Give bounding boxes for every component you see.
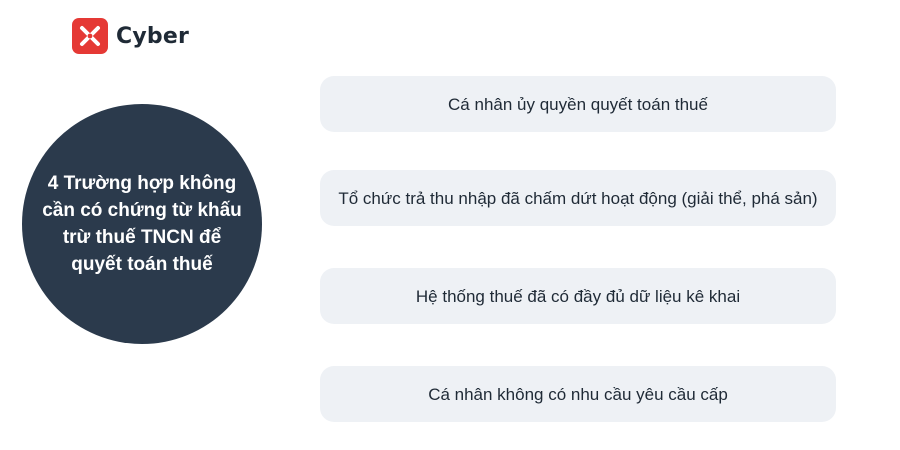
central-topic-title: 4 Trường hợp không cần có chứng từ khấu … [42,173,242,275]
brand-logo-icon [72,18,108,54]
case-item-4: Cá nhân không có nhu cầu yêu cầu cấp [320,366,836,422]
case-item-4-label: Cá nhân không có nhu cầu yêu cầu cấp [428,384,728,404]
central-topic-circle: 4 Trường hợp không cần có chứng từ khấu … [22,104,262,344]
case-item-3-label: Hệ thống thuế đã có đầy đủ dữ liệu kê kh… [415,286,741,306]
brand-name: Cyber [116,23,190,49]
case-item-1: Cá nhân ủy quyền quyết toán thuế [320,76,836,132]
case-item-1-label: Cá nhân ủy quyền quyết toán thuế [448,94,708,114]
brand-logo: Cyber [72,18,189,54]
case-item-2-label: Tổ chức trả thu nhập đã chấm dứt hoạt độ… [338,188,818,208]
case-item-3: Hệ thống thuế đã có đầy đủ dữ liệu kê kh… [320,268,836,324]
case-item-2: Tổ chức trả thu nhập đã chấm dứt hoạt độ… [320,170,836,226]
